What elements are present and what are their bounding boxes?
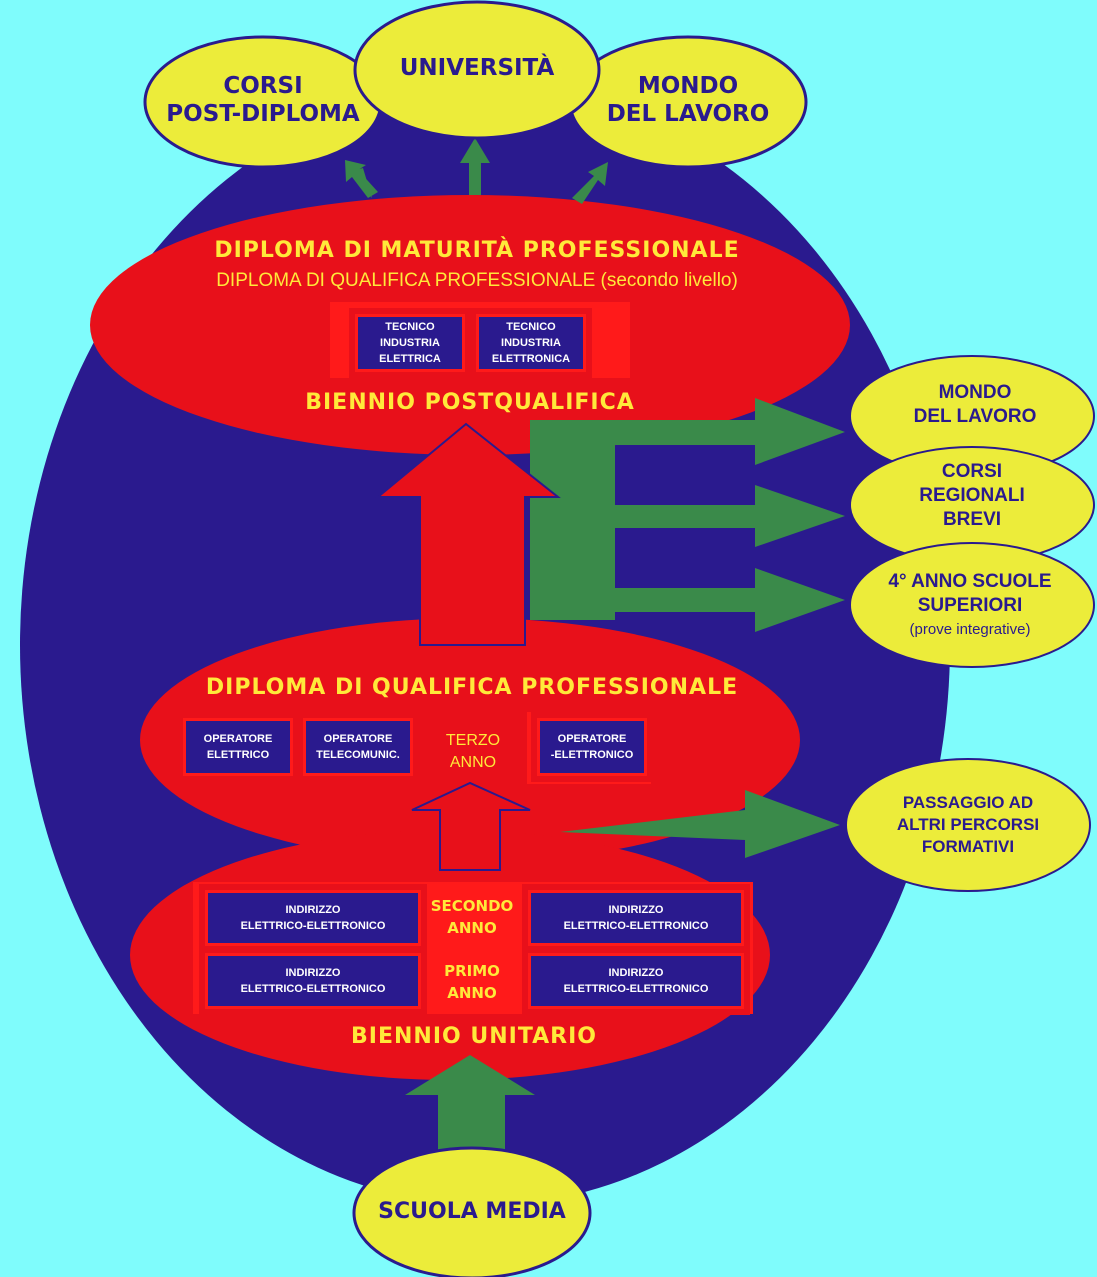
secondo-anno-line-2: ANNO xyxy=(447,919,497,937)
box-operatore-elettrico-line-2: ELETTRICO xyxy=(206,749,270,761)
passaggio-line-1: PASSAGGIO AD xyxy=(902,793,1034,812)
universita-label: UNIVERSITÀ xyxy=(399,55,555,81)
corsi-regionali-line-2: REGIONALI xyxy=(919,485,1025,506)
middle-red-oval xyxy=(140,618,800,862)
mondo-lavoro-side-label: MONDO DEL LAVORO xyxy=(914,381,1037,429)
box-secondo-anno-right-line-1: INDIRIZZO xyxy=(608,904,664,916)
green-arrow-top-center xyxy=(460,138,490,195)
box-secondo-anno-left: INDIRIZZO ELETTRICO-ELETTRONICO xyxy=(205,890,421,946)
oval-scuola-media xyxy=(352,1146,592,1277)
mondo-lavoro-top-label: MONDO DEL LAVORO xyxy=(607,72,770,128)
box-operatore-elettrico: OPERATORE ELETTRICO xyxy=(183,718,293,776)
box-secondo-anno-left-line-1: INDIRIZZO xyxy=(285,904,341,916)
corsi-regionali-line-1: CORSI xyxy=(941,461,1003,482)
terzo-anno-line-1: TERZO xyxy=(445,732,501,749)
terzo-anno-label: TERZO ANNO xyxy=(446,730,500,774)
passaggio-line-3: FORMATIVI xyxy=(921,837,1015,856)
bottom-level-footer: BIENNIO UNITARIO xyxy=(351,1024,597,1049)
corsi-regionali-line-3: BREVI xyxy=(942,509,1002,530)
green-arrow-mondo xyxy=(530,398,845,465)
box-operatore-telecomunic-line-1: OPERATORE xyxy=(323,733,393,745)
box-operatore-elettronico: OPERATORE -ELETTRONICO xyxy=(537,718,647,776)
green-arrow-top-left-shape xyxy=(345,160,378,198)
box-primo-anno-left-line-2: ELETTRICO-ELETTRONICO xyxy=(240,983,386,995)
scuola-media-label: SCUOLA MEDIA xyxy=(378,1199,566,1224)
box-tecnico-elettrica-line-2: INDUSTRIA xyxy=(380,337,440,349)
box-tecnico-elettronica-line-3: ELETTRONICA xyxy=(491,353,571,365)
middle-level-title: DIPLOMA DI QUALIFICA PROFESSIONALE xyxy=(205,675,739,700)
green-arrow-corsi xyxy=(600,485,845,547)
passaggio-label: PASSAGGIO AD ALTRI PERCORSI FORMATIVI xyxy=(897,792,1039,858)
corsi-post-diploma-line-2: POST-DIPLOMA xyxy=(166,101,360,127)
box-tecnico-elettronica-line-1: TECNICO xyxy=(506,321,556,333)
box-tecnico-elettrica-line-1: TECNICO xyxy=(385,321,435,333)
corsi-regionali-label: CORSI REGIONALI BREVI xyxy=(919,460,1025,532)
box-tecnico-elettronica: TECNICO INDUSTRIA ELETTRONICA xyxy=(476,314,586,372)
quarto-anno-note: (prove integrative) xyxy=(909,621,1031,638)
box-tecnico-elettrica: TECNICO INDUSTRIA ELETTRICA xyxy=(355,314,465,372)
passaggio-line-2: ALTRI PERCORSI xyxy=(896,815,1040,834)
oval-quarto-anno xyxy=(849,542,1095,668)
green-arrow-quarto-anno xyxy=(600,568,845,632)
box-operatore-telecomunic-line-2: TELECOMUNIC. xyxy=(316,749,400,761)
secondo-anno-label: SECONDO ANNO xyxy=(431,895,514,939)
box-secondo-anno-right-line-2: ELETTRICO-ELETTRONICO xyxy=(563,920,709,932)
oval-passaggio xyxy=(845,758,1091,892)
box-primo-anno-left-line-1: INDIRIZZO xyxy=(285,967,341,979)
box-primo-anno-right-line-2: ELETTRICO-ELETTRONICO xyxy=(563,983,709,995)
primo-anno-label: PRIMO ANNO xyxy=(444,960,500,1004)
mondo-lavoro-top-line-2: DEL LAVORO xyxy=(606,101,770,127)
red-up-arrow-small xyxy=(411,781,531,871)
corsi-post-diploma-label: CORSI POST-DIPLOMA xyxy=(166,72,359,128)
box-tecnico-elettrica-line-3: ELETTRICA xyxy=(379,353,441,365)
box-primo-anno-right-line-1: INDIRIZZO xyxy=(608,967,664,979)
top-level-subtitle: DIPLOMA DI QUALIFICA PROFESSIONALE (seco… xyxy=(216,270,738,291)
primo-anno-line-2: ANNO xyxy=(447,984,497,1002)
oval-universita xyxy=(353,0,601,140)
green-arrow-passaggio xyxy=(560,790,840,858)
quarto-anno-line-2: SUPERIORI xyxy=(917,595,1023,616)
green-arrow-top-right xyxy=(572,162,608,204)
box-operatore-elettronico-line-2: -ELETTRONICO xyxy=(550,749,634,761)
top-level-footer: BIENNIO POSTQUALIFICA xyxy=(305,390,635,415)
green-arrow-top-left xyxy=(343,168,372,198)
top-level-title: DIPLOMA DI MATURITÀ PROFESSIONALE xyxy=(214,238,740,263)
box-tecnico-elettronica-line-2: INDUSTRIA xyxy=(501,337,561,349)
secondo-anno-line-1: SECONDO xyxy=(430,897,514,915)
mondo-lavoro-side-line-1: MONDO xyxy=(938,382,1012,403)
terzo-anno-line-2: ANNO xyxy=(449,754,497,771)
mondo-lavoro-side-line-2: DEL LAVORO xyxy=(913,406,1037,427)
box-operatore-elettrico-line-1: OPERATORE xyxy=(203,733,273,745)
box-operatore-telecomunic: OPERATORE TELECOMUNIC. xyxy=(303,718,413,776)
quarto-anno-line-1: 4° ANNO SCUOLE xyxy=(888,571,1052,592)
quarto-anno-label: 4° ANNO SCUOLE SUPERIORI (prove integrat… xyxy=(888,570,1051,642)
mondo-lavoro-top-line-1: MONDO xyxy=(637,73,739,99)
box-operatore-elettronico-line-1: OPERATORE xyxy=(557,733,627,745)
primo-anno-line-1: PRIMO xyxy=(444,962,500,980)
green-up-arrow-bottom xyxy=(405,1055,535,1165)
box-primo-anno-left: INDIRIZZO ELETTRICO-ELETTRONICO xyxy=(205,953,421,1009)
box-primo-anno-right: INDIRIZZO ELETTRICO-ELETTRONICO xyxy=(528,953,744,1009)
corsi-post-diploma-line-1: CORSI xyxy=(223,73,303,99)
box-secondo-anno-right: INDIRIZZO ELETTRICO-ELETTRONICO xyxy=(528,890,744,946)
box-secondo-anno-left-line-2: ELETTRICO-ELETTRONICO xyxy=(240,920,386,932)
red-up-arrow-large xyxy=(375,422,561,646)
